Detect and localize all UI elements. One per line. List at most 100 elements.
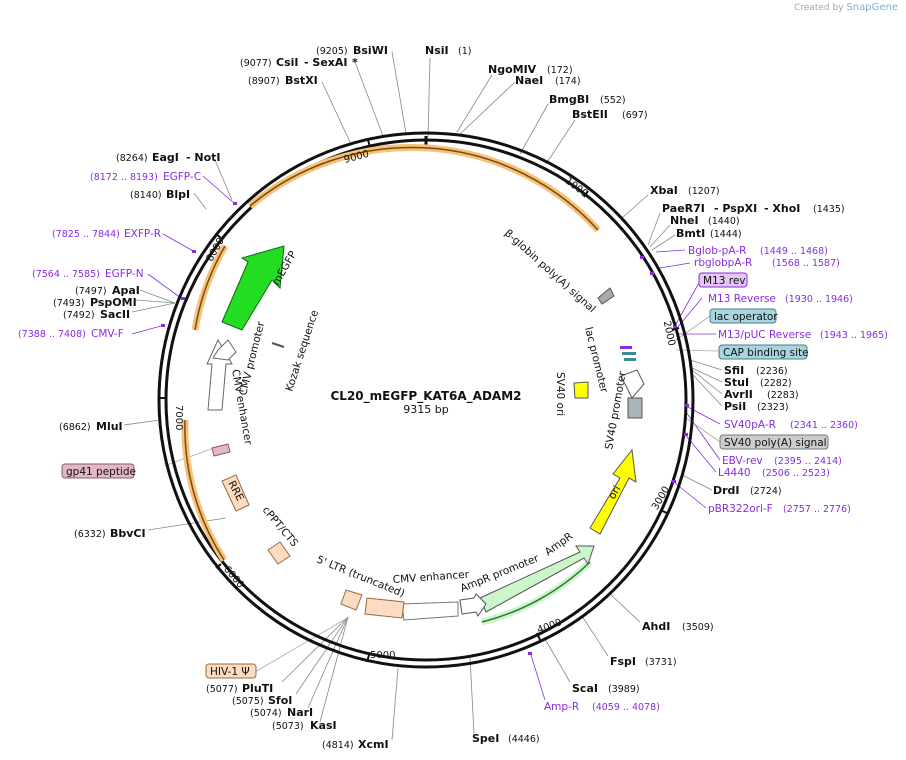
enzyme-pos: (6862) bbox=[59, 422, 91, 433]
enzyme-name: XcmI bbox=[358, 738, 389, 751]
m13-mark bbox=[620, 346, 632, 349]
enzyme-pos: (4814) bbox=[322, 740, 354, 751]
enzyme-name: FspI bbox=[610, 655, 636, 668]
enzyme-pos: (7493) bbox=[53, 298, 85, 309]
hiv-psi-label-box bbox=[205, 663, 257, 679]
primer-pos: (7825 .. 7844) bbox=[52, 229, 120, 240]
sv40-promoter-box bbox=[627, 397, 643, 419]
primer-pos: (2506 .. 2523) bbox=[762, 468, 830, 479]
primer-name: EBV-rev bbox=[722, 455, 763, 467]
enzyme-name: ApaI bbox=[112, 284, 140, 297]
enzyme-name: SfoI bbox=[268, 694, 292, 707]
hiv-psi-box bbox=[340, 589, 363, 611]
ampr-promoter-arrow bbox=[459, 593, 487, 617]
primer-pos: (1449 .. 1468) bbox=[760, 246, 828, 257]
primer-pos: (1930 .. 1946) bbox=[785, 294, 853, 305]
enzyme-pos: (2236) bbox=[756, 366, 788, 377]
enzyme-pos: (1207) bbox=[688, 186, 720, 197]
enzyme-pos: (6332) bbox=[74, 529, 106, 540]
enzyme-pos: (1444) bbox=[710, 229, 742, 240]
tick-label: 4000 bbox=[536, 617, 564, 636]
primer-name: CMV-F bbox=[91, 328, 124, 340]
enzyme-name: NarI bbox=[287, 706, 313, 719]
primer-name: M13/pUC Reverse bbox=[718, 329, 811, 341]
ltr-box bbox=[364, 597, 405, 619]
cap-mark bbox=[624, 358, 636, 361]
enzyme-pos: (8140) bbox=[130, 190, 162, 201]
enzyme-name: NsiI bbox=[425, 44, 449, 57]
enzyme-pos: (2323) bbox=[757, 402, 789, 413]
enzyme-name: StuI bbox=[724, 376, 749, 389]
enzyme-name: BsiWI bbox=[353, 44, 388, 57]
primer-name: M13 Reverse bbox=[708, 293, 776, 305]
enzyme-pos: (7492) bbox=[63, 310, 95, 321]
primer-pos: (2757 .. 2776) bbox=[783, 504, 851, 515]
tick-label: 7000 bbox=[173, 405, 184, 430]
cppt-box bbox=[267, 541, 291, 565]
plasmid-size: 9315 bp bbox=[403, 403, 448, 416]
enzyme-name: NheI bbox=[670, 214, 699, 227]
bglobin-label: β-globin poly(A) signal bbox=[502, 227, 598, 315]
sv40-polya-label: SV40 poly(A) signal bbox=[724, 437, 827, 449]
enzyme-name: XbaI bbox=[650, 184, 678, 197]
enzyme-pos: (5074) bbox=[250, 708, 282, 719]
kozak-mark bbox=[271, 342, 285, 348]
cmv-promoter-label: CMV promoter bbox=[237, 320, 267, 397]
bglobin-box bbox=[597, 287, 615, 305]
enzyme-pos: (9205) bbox=[316, 46, 348, 57]
kozak-label: Kozak sequence bbox=[283, 309, 321, 393]
enzyme-pos: (1) bbox=[458, 46, 471, 57]
primer-name: rbglobpA-R bbox=[694, 257, 752, 269]
primer-name: EXFP-R bbox=[124, 228, 161, 240]
primer-name: Amp-R bbox=[544, 701, 579, 713]
cmv-enhancer2-label: CMV enhancer bbox=[392, 569, 470, 586]
primer-name: EGFP-C bbox=[163, 171, 201, 183]
enzyme-name: PspOMI bbox=[90, 296, 137, 309]
enzyme-pos: (2282) bbox=[760, 378, 792, 389]
sv40-ori-label: SV40 ori bbox=[554, 372, 566, 416]
enzyme-pos: (9077) bbox=[240, 58, 272, 69]
enzyme-name: NaeI bbox=[515, 74, 543, 87]
sv40-polya-box bbox=[719, 434, 829, 450]
lac-op-mark bbox=[622, 352, 636, 355]
enzyme-name: BmtI bbox=[676, 227, 705, 240]
cmv-promoter-arrow bbox=[212, 339, 237, 361]
enzyme-name: SacII bbox=[100, 308, 130, 321]
primer-name: L4440 bbox=[718, 467, 751, 479]
enzyme-pos: (5075) bbox=[232, 696, 264, 707]
enzyme-pos: (5073) bbox=[272, 721, 304, 732]
rre-box bbox=[221, 474, 250, 512]
enzyme-name: MluI bbox=[96, 420, 123, 433]
enzyme-pos: (2724) bbox=[750, 486, 782, 497]
primer-name: EGFP-N bbox=[105, 268, 144, 280]
enzyme-pos: (2283) bbox=[767, 390, 799, 401]
enzyme-name: AvrII bbox=[724, 388, 753, 401]
megfp-arrow bbox=[221, 245, 285, 331]
primer-name: pBR322ori-F bbox=[708, 503, 773, 515]
enzyme-name: BstEII bbox=[572, 108, 608, 121]
green-band-line bbox=[481, 561, 591, 623]
tick-label: 2000 bbox=[661, 320, 677, 347]
ampr-label: AmpR bbox=[543, 530, 575, 558]
tick-label: 5000 bbox=[370, 650, 395, 661]
ori-label: ori bbox=[606, 484, 623, 502]
enzyme-name: PsiI bbox=[724, 400, 746, 413]
enzyme-name: BlpI bbox=[166, 188, 190, 201]
primer-pos: (1568 .. 1587) bbox=[772, 258, 840, 269]
m13-rev-box bbox=[698, 272, 748, 288]
enzyme-pos: (4446) bbox=[508, 734, 540, 745]
enzyme-name: CsiI bbox=[276, 56, 298, 69]
enzyme-pos: (1435) bbox=[813, 204, 845, 215]
credit-brand: SnapGene bbox=[846, 2, 898, 13]
enzyme-name: PaeR7I bbox=[662, 202, 705, 215]
orange-band-lower-line bbox=[184, 419, 225, 561]
credit: Created by SnapGene bbox=[794, 2, 898, 13]
enzyme-name: KasI bbox=[310, 719, 337, 732]
enzyme-name: ScaI bbox=[572, 682, 598, 695]
ampr-arrow bbox=[479, 545, 595, 613]
enzyme-name: PluTI bbox=[242, 682, 273, 695]
gp41-label: gp41 peptide bbox=[66, 466, 136, 478]
enzyme-pos: (5077) bbox=[206, 684, 238, 695]
primer-name: Bglob-pA-R bbox=[688, 245, 746, 257]
enzyme-name: - PspXI bbox=[714, 202, 757, 215]
